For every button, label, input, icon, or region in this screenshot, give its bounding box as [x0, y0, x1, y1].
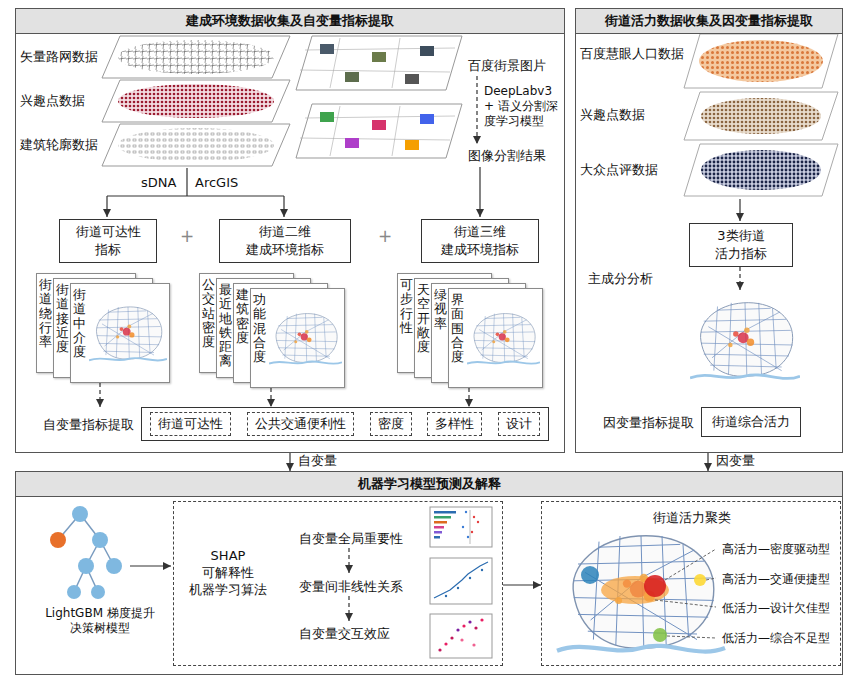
edge-label: 因变量: [714, 453, 757, 470]
indicator-map-image: [89, 307, 167, 361]
vertical-label: 街道接近度: [56, 283, 69, 354]
vertical-label: 天空开敞度: [417, 283, 430, 354]
tag-label: 街道可达性: [158, 416, 223, 433]
shap-thumbnails: [430, 507, 492, 658]
panel-title: 建成环境数据收集及自变量指标提取: [186, 13, 394, 30]
map-card: 功能混合度: [250, 288, 345, 388]
map-card: 街道中介度: [70, 283, 170, 383]
vertical-label: 建筑密度: [236, 288, 249, 345]
connector-arrow: [270, 388, 271, 407]
region-text: 街道活力聚类: [622, 510, 762, 527]
dashed-region: 街道活力聚类高活力—密度驱动型高活力—交通便捷型低活力—设计欠佳型低活力—综合不…: [541, 501, 841, 666]
panel-title: 机器学习模型预测及解释: [358, 476, 501, 493]
box-label: 街道三维 建成环境指标: [430, 223, 530, 258]
cluster-map: [557, 536, 725, 652]
region-text: SHAP 可解释性 机器学习算法: [186, 548, 270, 599]
annotation-label: +: [375, 226, 395, 247]
map-card-stack: 可步行性天空开敞度绿视率界面围合度: [397, 273, 543, 388]
box-label: 3类街道 活力指标: [698, 227, 784, 262]
outside-heading: 自变量指标提取: [24, 417, 134, 434]
region-text: 低活力—设计欠佳型: [722, 601, 838, 617]
annotation-label: 百度街景图片: [468, 58, 558, 74]
process-box: 因变量指标提取街道综合活力: [701, 407, 801, 437]
annotation-label: 百度慧眼人口数据: [580, 46, 686, 62]
indicator-map: [467, 292, 540, 384]
process-box: 街道可达性 指标: [59, 219, 157, 263]
tag-label: 公共交通便利性: [255, 416, 346, 433]
dashed-tag: 街道可达性: [150, 412, 231, 436]
box-label: 街道二维 建成环境指标: [228, 223, 342, 258]
vertical-label: 公交站密度: [202, 278, 215, 349]
connector-arrow: [503, 584, 541, 585]
panel-title: 街道活力数据收集及因变量指标提取: [605, 13, 813, 30]
connector-arrow: [99, 383, 100, 407]
section-panel: 街道活力数据收集及因变量指标提取3类街道 活力指标因变量指标提取街道综合活力: [575, 8, 843, 453]
dashed-tag: 设计: [498, 412, 540, 436]
vertical-label: 最近地铁距离: [219, 283, 232, 369]
indicator-group-box: 自变量指标提取街道可达性公共交通便利性密度多样性设计: [141, 407, 549, 441]
region-text: 自变量交互效应: [299, 626, 411, 643]
region-text: 自变量全局重要性: [299, 531, 411, 548]
tag-label: 密度: [378, 416, 404, 433]
indicator-map: [89, 287, 167, 379]
indicator-map-image: [269, 314, 342, 364]
vertical-label: 街道中介度: [73, 288, 86, 359]
annotation-label: 建筑轮廓数据: [20, 137, 110, 153]
annotation-label: +: [177, 226, 197, 247]
panel-header-band: 机器学习模型预测及解释: [16, 472, 842, 497]
indicator-map-image: [467, 314, 540, 364]
process-box: 街道三维 建成环境指标: [421, 219, 539, 263]
region-text: 变量间非线性关系: [299, 579, 411, 596]
annotation-label: 大众点评数据: [580, 162, 670, 178]
dashed-region: SHAP 可解释性 机器学习算法 自变量全局重要性变量间非线性关系自变量交互效应: [173, 501, 503, 666]
region-text: 高活力—密度驱动型: [722, 542, 838, 558]
edge-label: 自变量: [296, 453, 339, 470]
vertical-label: 界面围合度: [451, 293, 464, 364]
vertical-label: 街道绕行率: [39, 278, 52, 349]
data-layers: [102, 36, 290, 166]
map-card-stack: 街道绕行率街道接近度街道中介度: [36, 273, 170, 383]
annotation-label: 兴趣点数据: [20, 93, 110, 109]
annotation-label: LightGBM 梯度提升 决策树模型: [33, 606, 167, 636]
section-panel: 建成环境数据收集及自变量指标提取街道可达性 指标 街道二维 建成环境指标 街道三维 …: [15, 8, 565, 453]
decision-tree-icon: [50, 506, 122, 599]
annotation-label: 兴趣点数据: [580, 107, 670, 123]
indicator-map: [269, 292, 342, 384]
section-panel: 机器学习模型预测及解释 SHAP 可解释性 机器学习算法 自变量全局重要性变量间非线…: [15, 471, 843, 675]
annotation-label: sDNA: [141, 175, 181, 191]
box-label: 街道可达性 指标: [68, 223, 148, 258]
map-card-stack: 公交站密度最近地铁距离建筑密度功能混合度: [199, 273, 345, 388]
annotation-label: DeepLabv3 + 语义分割深 度学习模型: [484, 84, 562, 129]
streetview-layers: [296, 36, 462, 158]
panel-header-band: 街道活力数据收集及因变量指标提取: [576, 9, 842, 34]
annotation-label: ArcGIS: [195, 175, 245, 191]
tag-label: 设计: [506, 416, 532, 433]
connector-arrow: [707, 453, 708, 471]
tag-label: 多样性: [435, 416, 474, 433]
process-box: 3类街道 活力指标: [689, 223, 793, 267]
vertical-label: 功能混合度: [253, 293, 266, 364]
panel-header-band: 建成环境数据收集及自变量指标提取: [16, 9, 564, 34]
annotation-label: 矢量路网数据: [20, 49, 110, 65]
outside-heading: 因变量指标提取: [589, 415, 694, 432]
vertical-label: 可步行性: [400, 278, 413, 335]
annotation-label: 主成分分析: [588, 271, 678, 287]
vertical-label: 绿视率: [434, 288, 447, 331]
annotation-label: 图像分割结果: [468, 148, 558, 164]
region-text: 高活力—交通便捷型: [722, 572, 838, 588]
dashed-tag: 公共交通便利性: [247, 412, 354, 436]
dashed-tag: 密度: [370, 412, 412, 436]
map-card: 界面围合度: [448, 288, 543, 388]
process-box: 街道二维 建成环境指标: [219, 219, 351, 263]
box-label: 街道综合活力: [712, 413, 790, 431]
dashed-tag: 多样性: [427, 412, 482, 436]
connector-arrow: [289, 453, 290, 471]
region-text: 低活力—综合不足型: [722, 631, 838, 647]
vitality-layers: [684, 34, 838, 378]
connector-arrow: [468, 388, 469, 407]
